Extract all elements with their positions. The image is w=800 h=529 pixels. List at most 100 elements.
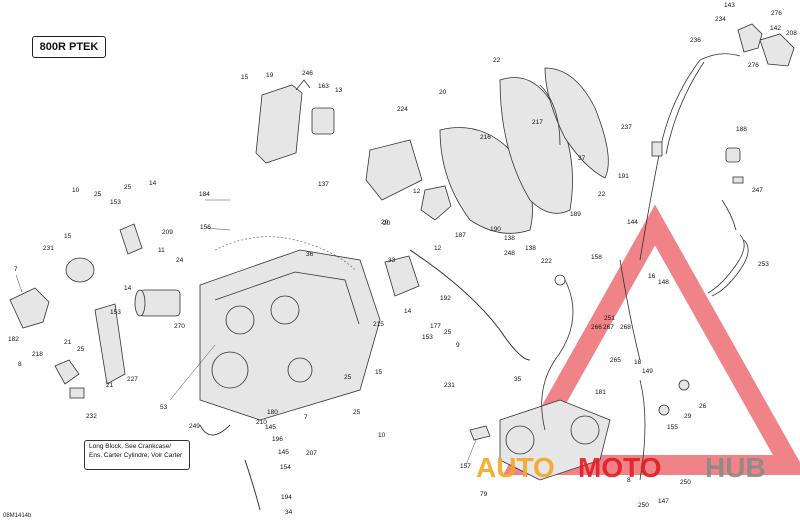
callout-label: 24: [176, 257, 184, 264]
callout-label: 163: [318, 83, 329, 90]
callout-label: 246: [302, 70, 313, 77]
ignition-coil-bracket: [255, 79, 335, 164]
throttle-lever-assembly: [639, 23, 795, 261]
callout-label: 196: [272, 436, 283, 443]
callout-label: 194: [281, 494, 292, 501]
right-small-parts: [707, 147, 749, 297]
callout-label: 15: [64, 233, 72, 240]
callout-label: 208: [786, 30, 797, 37]
callout-label: 145: [278, 449, 289, 456]
starter-motor: [134, 289, 181, 317]
callout-label: 25: [124, 184, 132, 191]
callout-label: 53: [160, 404, 168, 411]
long-block-note: Long Block, See Crankcase/ Ens. Carter C…: [84, 440, 190, 470]
callout-label: 20: [381, 219, 389, 226]
callout-label: 190: [490, 226, 501, 233]
diagram-title: 800R PTEK: [32, 36, 106, 58]
callout-label: 215: [373, 321, 384, 328]
callout-label: 181: [595, 389, 606, 396]
callout-label: 10: [378, 432, 386, 439]
callout-label: 250: [638, 502, 649, 509]
callout-label: 207: [306, 450, 317, 457]
callout-label: 155: [667, 424, 678, 431]
callout-label: 14: [124, 285, 132, 292]
air-intake-cover: [365, 139, 423, 201]
callout-label: 217: [532, 119, 543, 126]
callout-label: 157: [460, 463, 471, 470]
callout-label: 182: [8, 336, 19, 343]
callout-label: 188: [736, 126, 747, 133]
callout-label: 138: [525, 245, 536, 252]
callout-label: 267: [603, 324, 614, 331]
belt-guard-covers: [439, 67, 609, 234]
exhaust-hose: [384, 249, 531, 361]
callout-label: 25: [344, 374, 352, 381]
callout-label: 266: [591, 324, 602, 331]
callout-label: 156: [200, 224, 211, 231]
callout-label: 26: [699, 403, 707, 410]
callout-label: 13: [335, 87, 343, 94]
callout-label: 265: [610, 357, 621, 364]
callout-label: 276: [771, 10, 782, 17]
callout-label: 12: [434, 245, 442, 252]
callout-label: 22: [493, 57, 501, 64]
callout-label: 148: [658, 279, 669, 286]
callout-label: 227: [127, 376, 138, 383]
callout-label: 153: [110, 309, 121, 316]
callout-label: 247: [752, 187, 763, 194]
callout-label: 144: [627, 219, 638, 226]
callout-label: 153: [422, 334, 433, 341]
watermark-text-moto: MOTO: [578, 452, 661, 483]
callout-label: 249: [189, 423, 200, 430]
callout-label: 36: [306, 251, 314, 258]
callout-label: 7: [304, 414, 308, 421]
callout-label: 25: [94, 191, 102, 198]
callout-label: 7: [14, 266, 18, 273]
right-hoses: [541, 259, 690, 481]
callout-label: 21: [106, 382, 114, 389]
callout-label: 234: [715, 16, 726, 23]
callout-label: 138: [504, 235, 515, 242]
note-line-fr: Ens. Carter Cylindre, Voir Carter: [89, 451, 183, 459]
callout-label: 25: [77, 346, 85, 353]
watermark-text-hub: HUB: [705, 452, 766, 483]
watermark-text-auto: AUTO: [476, 452, 555, 483]
callout-label: 222: [541, 258, 552, 265]
callout-label: 19: [266, 72, 274, 79]
callout-label: 268: [620, 324, 631, 331]
callout-label: 236: [690, 37, 701, 44]
callout-label: 34: [285, 509, 293, 516]
bottom-hoses: [199, 424, 261, 511]
callout-label: 8: [627, 477, 631, 484]
leader-lines: [15, 199, 477, 466]
callout-label: 184: [199, 191, 210, 198]
callout-label: 154: [280, 464, 291, 471]
callout-label: 158: [591, 254, 602, 261]
callout-label: 15: [375, 369, 383, 376]
callout-label: 14: [149, 180, 157, 187]
callout-label: 10: [72, 187, 80, 194]
callout-label: 147: [658, 498, 669, 505]
callout-labels: 143 234 276 142 208 236 276 22 20 216 21…: [8, 2, 797, 516]
callout-label: 8: [18, 361, 22, 368]
throttle-body: [469, 399, 611, 481]
note-line-en: Long Block, See Crankcase/: [89, 443, 172, 450]
callout-label: 11: [158, 247, 165, 254]
diagram-code: 08M1414b: [3, 513, 32, 519]
callout-label: 25: [444, 329, 452, 336]
callout-label: 232: [86, 413, 97, 420]
callout-label: 191: [618, 173, 629, 180]
callout-label: 143: [724, 2, 735, 9]
callout-label: 216: [480, 134, 491, 141]
engine-block: [199, 236, 381, 421]
callout-label: 253: [758, 261, 769, 268]
callout-label: 218: [32, 351, 43, 358]
callout-label: 177: [430, 323, 441, 330]
callout-label: 16: [648, 273, 656, 280]
callout-label: 180: [267, 409, 278, 416]
callout-label: 251: [604, 315, 615, 322]
callout-label: 35: [514, 376, 522, 383]
callout-label: 79: [480, 491, 488, 498]
callout-label: 142: [770, 25, 781, 32]
